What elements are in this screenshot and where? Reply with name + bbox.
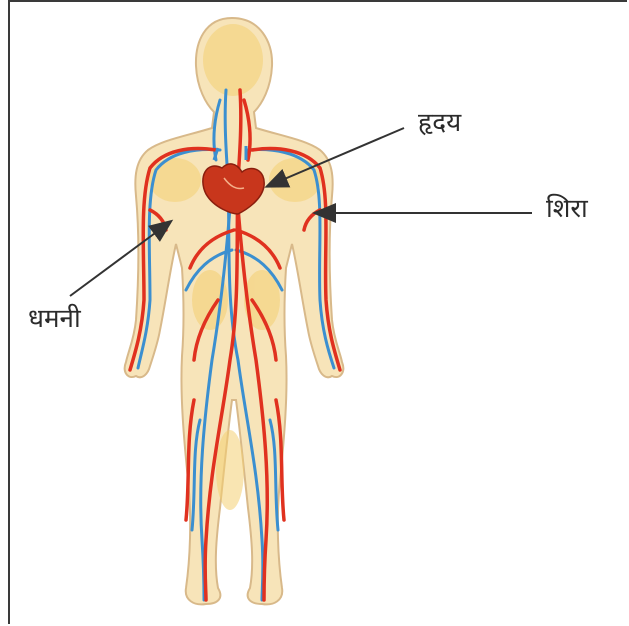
heart-label: हृदय [418, 110, 461, 136]
vein-label: शिरा [546, 196, 588, 222]
artery-label: धमनी [28, 306, 81, 332]
